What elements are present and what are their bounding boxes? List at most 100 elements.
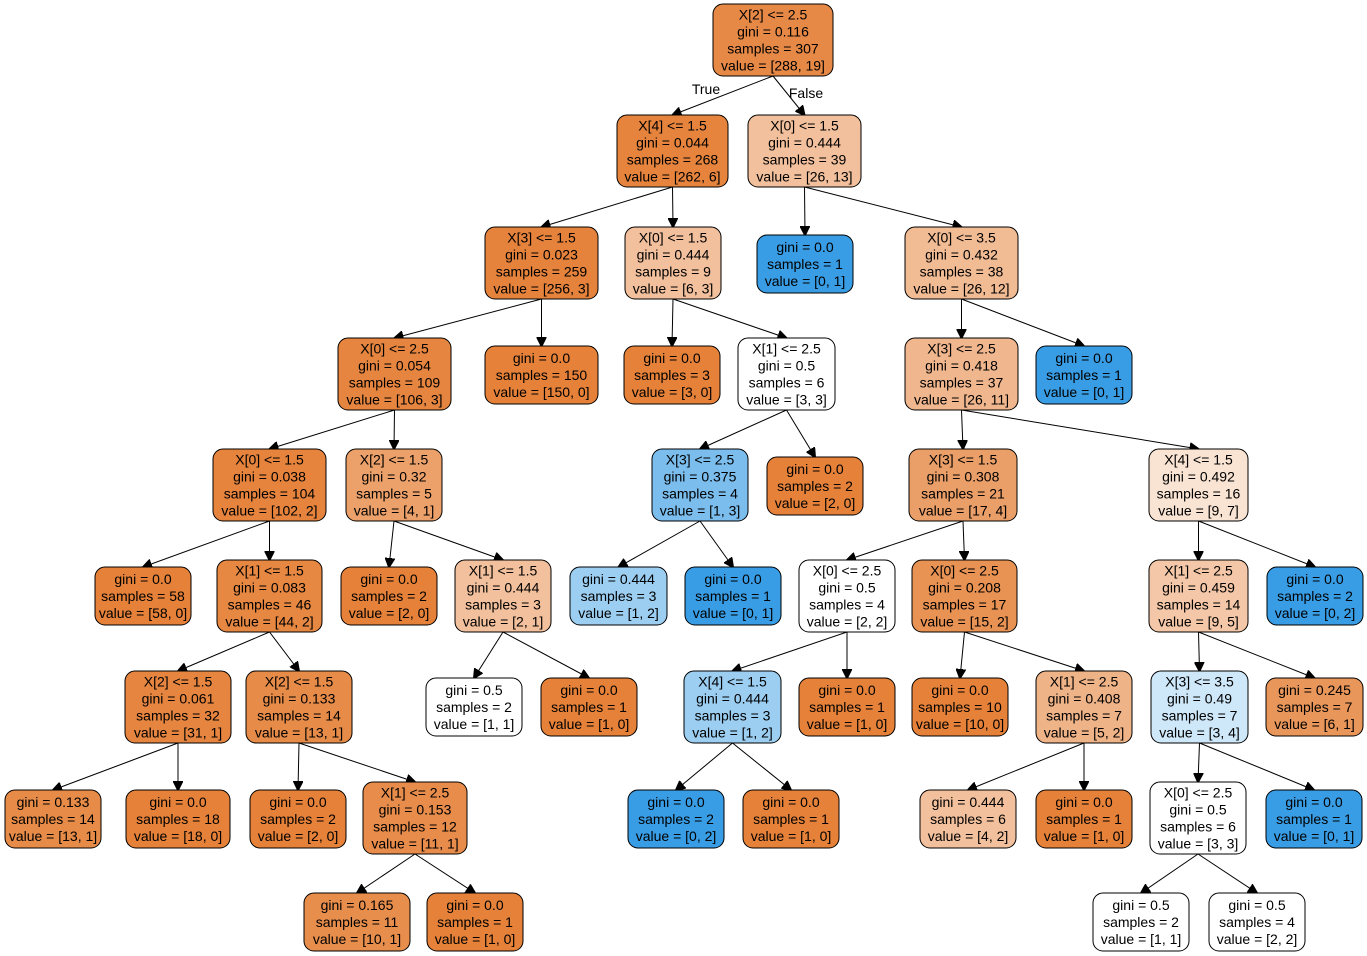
tree-node-line: gini = 0.165 [321,897,394,913]
tree-node-line: value = [44, 2] [225,614,313,630]
tree-node-line: value = [10, 0] [916,716,1004,732]
tree-node-line: samples = 6 [930,811,1006,827]
tree-edge-22-31 [474,631,504,678]
tree-edge-27-37 [1199,631,1200,671]
tree-node-box [756,234,854,294]
tree-edge-0-2 [772,75,805,115]
tree-node-box [125,789,231,849]
tree-edge-30-41 [298,742,299,790]
tree-edge-42-49 [357,853,416,893]
tree-node-line: value = [150, 0] [493,384,589,400]
tree-node-line: samples = 1 [1046,367,1122,383]
tree-node-box [798,559,896,633]
tree-node-line: samples = 150 [496,367,588,383]
tree-node-box [616,114,729,188]
tree-node-box [1265,789,1363,849]
tree-node-line: value = [31, 1] [134,725,222,741]
tree-node-box [1092,892,1190,952]
tree-node-line: value = [9, 5] [1158,614,1239,630]
tree-node-line: gini = 0.245 [1278,682,1351,698]
tree-node-line: samples = 14 [11,811,95,827]
tree-node-line: gini = 0.083 [233,580,306,596]
tree-node-box [1035,345,1133,405]
tree-node-line: gini = 0.0 [786,461,843,477]
tree-node-line: samples = 4 [1219,914,1295,930]
tree-node-line: value = [3, 3] [746,392,827,408]
tree-node-line: samples = 38 [920,264,1004,280]
tree-node-box [569,566,668,626]
tree-node-line: X[0] <= 1.5 [235,452,304,468]
tree-node-box [742,789,840,849]
tree-node-line: gini = 0.0 [1285,794,1342,810]
tree-node-line: samples = 58 [101,588,185,604]
tree-node-line: gini = 0.0 [560,682,617,698]
tree-node-line: gini = 0.0 [1055,794,1112,810]
tree-node-line: gini = 0.153 [379,802,452,818]
tree-node-box [624,226,722,300]
tree-node-line: samples = 2 [436,699,512,715]
tree-node-line: value = [1, 2] [578,605,659,621]
tree-node-box [712,3,834,77]
tree-node-line: X[1] <= 2.5 [1050,674,1119,690]
tree-node-line: value = [10, 1] [313,931,401,947]
tree-edge-1-3 [542,186,673,227]
tree-node-line: value = [1, 1] [1101,931,1182,947]
tree-node-line: samples = 1 [551,699,627,715]
tree-edge-3-7 [395,298,542,338]
tree-node-line: samples = 12 [373,819,457,835]
tree-node-line: value = [1, 0] [1044,828,1125,844]
tree-node-line: gini = 0.375 [664,469,737,485]
tree-node-box [908,448,1018,522]
tree-node-line: X[4] <= 1.5 [638,118,707,134]
tree-node-line: value = [15, 2] [920,614,1008,630]
tree-node-box [1265,677,1364,737]
tree-node-line: value = [0, 1] [693,605,774,621]
tree-node-line: samples = 9 [635,264,711,280]
tree-edge-1-4 [673,186,674,227]
tree-node-line: gini = 0.054 [358,358,431,374]
tree-node-line: gini = 0.432 [925,247,998,263]
tree-node-line: samples = 2 [351,588,427,604]
tree-node-box [454,559,552,633]
tree-node-line: gini = 0.418 [925,358,998,374]
tree-edge-26-36 [964,631,1085,671]
tree-node-line: value = [2, 0] [258,828,339,844]
tree-node-box [904,337,1019,411]
tree-node-line: X[2] <= 2.5 [739,7,808,23]
tree-node-box [1208,892,1306,952]
tree-node-line: value = [9, 7] [1158,503,1239,519]
tree-node-line: samples = 4 [662,486,738,502]
tree-node-box [911,559,1018,633]
tree-node-box [362,781,468,855]
tree-node-line: gini = 0.444 [582,571,655,587]
tree-node-line: value = [1, 0] [435,931,516,947]
tree-node-box [627,789,725,849]
tree-node-box [249,789,347,849]
tree-node-line: gini = 0.5 [758,358,815,374]
tree-edge-4-10 [672,298,787,338]
tree-node-line: X[1] <= 2.5 [1164,563,1233,579]
tree-node-line: gini = 0.444 [696,691,769,707]
tree-node-box [1148,448,1249,522]
tree-node-box [1149,781,1247,855]
tree-node-box [484,226,599,300]
tree-node-line: samples = 3 [465,597,541,613]
tree-node-line: samples = 39 [763,152,847,168]
tree-edge-42-50 [414,853,475,893]
